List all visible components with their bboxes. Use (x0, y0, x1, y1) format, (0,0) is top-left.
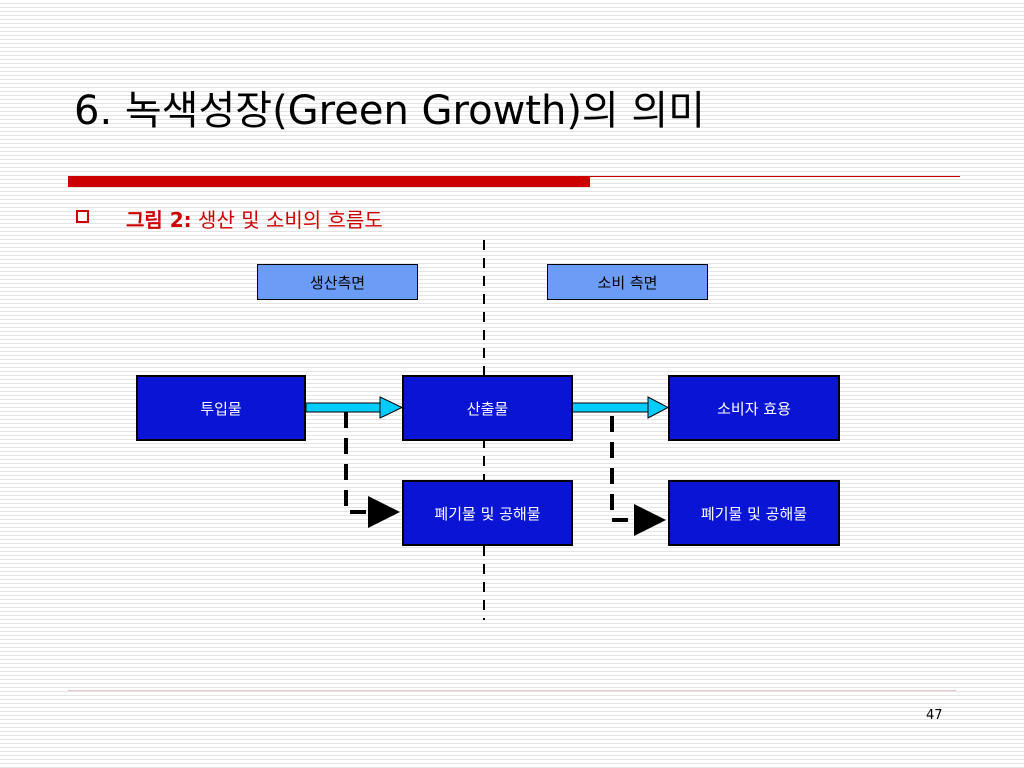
page-number: 47 (926, 708, 943, 723)
node-output: 산출물 (402, 375, 573, 441)
footer-divider (68, 690, 956, 691)
node-input: 투입물 (136, 375, 306, 441)
figure-caption-number: 그림 2: (126, 208, 192, 232)
consumption-side-header: 소비 측면 (547, 264, 708, 300)
title-underline-red (68, 176, 590, 187)
square-bullet-icon (76, 210, 89, 223)
production-side-header: 생산측면 (257, 264, 418, 300)
figure-caption-text: 생산 및 소비의 흐름도 (191, 208, 383, 232)
waste-arrow-production (344, 412, 400, 528)
title-underline-thin (590, 176, 960, 177)
slide-title: 6. 녹색성장(Green Growth)의 의미 (74, 88, 706, 134)
node-consumer-utility: 소비자 효용 (668, 375, 840, 441)
waste-arrow-consumption (610, 416, 666, 536)
node-waste-consumption: 폐기물 및 공해물 (668, 480, 840, 546)
flow-arrow-output-to-consumer (571, 396, 670, 419)
figure-caption: 그림 2: 생산 및 소비의 흐름도 (126, 204, 383, 233)
flow-arrow-input-to-output (305, 396, 404, 419)
node-waste-production: 폐기물 및 공해물 (402, 480, 573, 546)
